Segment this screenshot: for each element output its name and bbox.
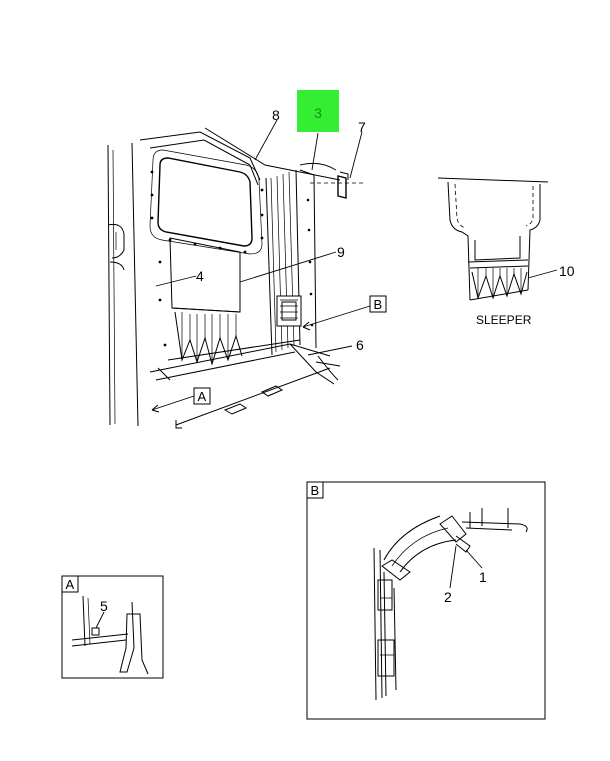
view-ref-a-box [193,387,211,405]
detail-b: B 2 1 [306,481,546,720]
view-ref-a: A [198,389,207,404]
callout-7: 7 [358,119,366,135]
highlight-box-3[interactable] [297,90,339,132]
callout-9: 9 [337,244,345,260]
callout-10: 10 [559,263,575,279]
leader-lines [151,119,558,413]
callout-3[interactable]: 3 [314,105,322,121]
callout-8: 8 [272,107,280,123]
view-ref-b-box [369,295,387,313]
callout-6: 6 [356,337,364,353]
sleeper-caption: SLEEPER [476,313,532,327]
cab-interior-view [107,127,365,429]
view-ref-b: B [374,297,383,312]
callout-4: 4 [196,268,204,284]
callout-2: 2 [444,589,452,605]
detail-a: A 5 [61,575,164,679]
sleeper-view: SLEEPER [437,177,549,327]
detail-b-label: B [311,483,320,498]
rivets [150,170,264,347]
detail-a-label: A [66,577,75,592]
callout-1: 1 [479,569,487,585]
callout-5: 5 [100,598,108,614]
